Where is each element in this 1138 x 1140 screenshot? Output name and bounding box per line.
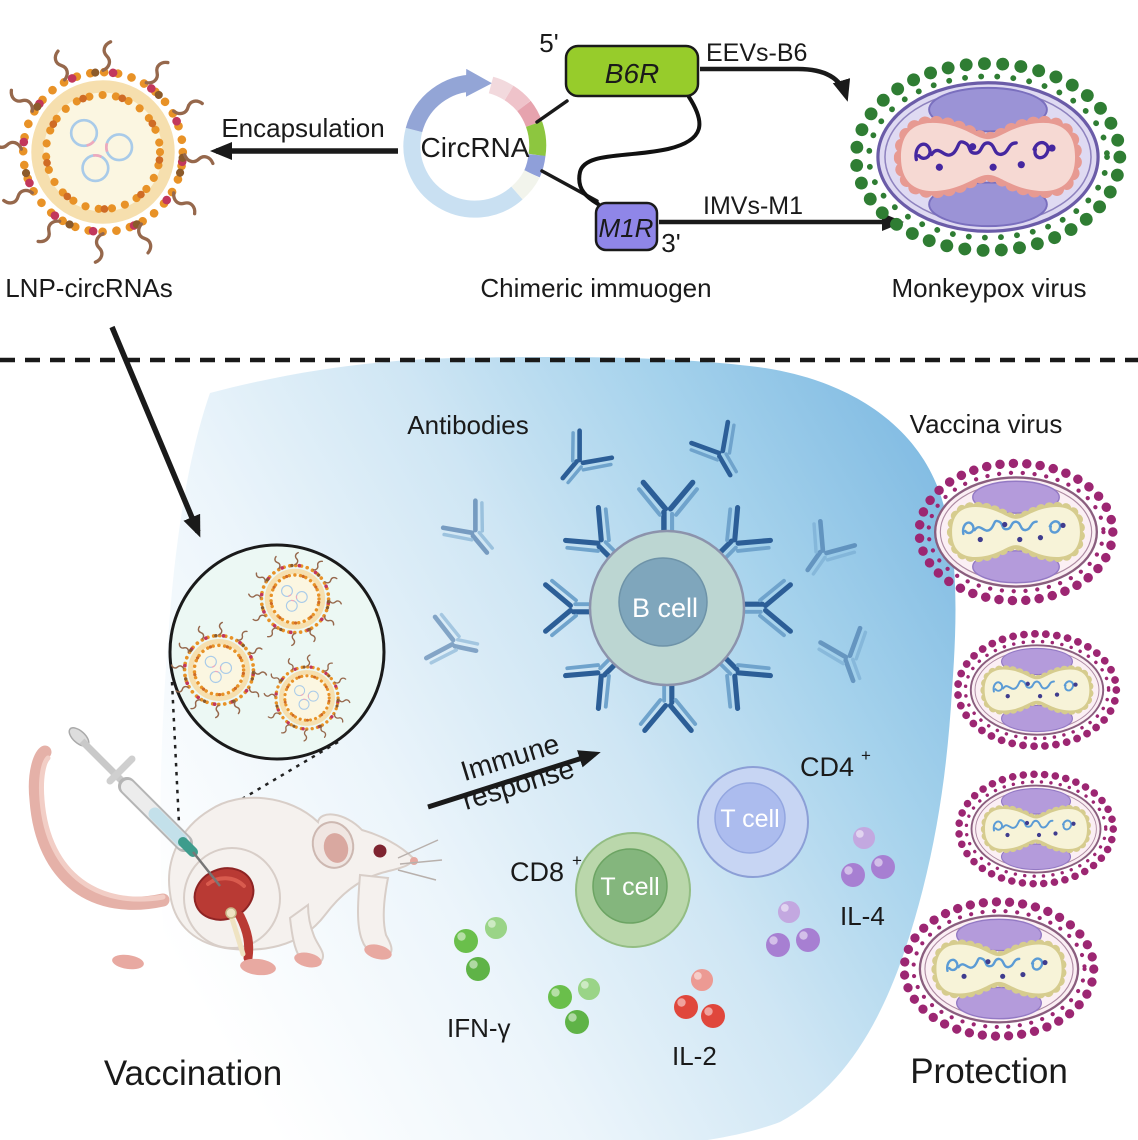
mouse-bone (227, 909, 246, 957)
mouse-tail (28, 745, 170, 910)
b-cell-label: B cell (632, 593, 698, 623)
eevs-b6-arrow (700, 66, 851, 102)
il2-label: IL-2 (672, 1041, 717, 1071)
b-cell-nucleus (618, 557, 708, 647)
plasmid-label: CircRNA (421, 132, 530, 163)
gene-b6r-label: B6R (605, 58, 659, 89)
cd4-label: CD4 (800, 752, 854, 782)
mouse-mid-leg (288, 903, 324, 966)
imvs-m1-label: IMVs-M1 (703, 192, 803, 220)
gene-box-m1r: M1R (594, 201, 659, 252)
cd4-sup: + (861, 746, 871, 765)
circrna-plasmid (403, 68, 547, 218)
syringe-flange (106, 755, 136, 785)
syringe-liquid (148, 807, 188, 847)
mouse-hind-foot (240, 958, 276, 976)
cd8-sup: + (572, 851, 582, 870)
cd4-t-cell-nucleus (714, 782, 786, 854)
monkeypox-caption: Monkeypox virus (891, 273, 1086, 303)
lnp-label: LNP-circRNAs (5, 273, 173, 303)
vaccinia-virus-4 (904, 901, 1094, 1037)
vaccinia-virus-3 (958, 774, 1114, 884)
b-cell: B cell (546, 482, 791, 730)
cd4-t-cell: T cell (697, 766, 809, 878)
antibodies-label: Antibodies (407, 410, 528, 440)
gene-box-b6r: B6R (564, 44, 700, 98)
vaccina-virus-label: Vaccina virus (910, 409, 1063, 439)
chimeric-caption: Chimeric immuogen (480, 273, 711, 303)
cd8-t-cell-label: T cell (600, 873, 659, 901)
protection-caption: Protection (910, 1052, 1068, 1091)
encapsulation-label: Encapsulation (221, 113, 384, 143)
mouse-eye (373, 844, 387, 858)
three-prime-label: 3' (661, 228, 680, 258)
vaccinia-virus-2 (957, 633, 1117, 747)
mouse-muscle-strip (235, 911, 254, 963)
syringe-plunger-rod (79, 738, 131, 790)
syringe (68, 727, 221, 887)
monkeypox-virus (856, 63, 1120, 251)
mouse-front-foot (364, 944, 392, 960)
syringe-needle (192, 851, 221, 887)
mouse-illustration (28, 745, 443, 976)
cd8-t-cell-nucleus (592, 848, 668, 924)
vaccinia-virus-1 (919, 463, 1113, 601)
vaccination-caption: Vaccination (104, 1054, 282, 1093)
five-prime-label: 5' (539, 28, 558, 58)
eevs-b6-label: EEVs-B6 (706, 39, 807, 67)
gene-m1r-label: M1R (599, 213, 654, 243)
mouse-far-hind-foot (112, 954, 144, 970)
syringe-tip (178, 837, 198, 857)
mouse-whiskers (397, 839, 443, 881)
cd8-t-cell: T cell (575, 832, 691, 948)
cd8-label: CD8 (510, 857, 564, 887)
rna-thread (577, 95, 702, 206)
delivery-arrow (109, 325, 201, 538)
ifn-gamma-label: IFN-γ (447, 1013, 511, 1043)
mouse-nose (410, 857, 418, 865)
il4-label: IL-4 (840, 901, 885, 931)
lnp-illustration (0, 41, 231, 264)
immune-environment-background (160, 357, 956, 1140)
cd4-t-cell-label: T cell (720, 805, 779, 833)
